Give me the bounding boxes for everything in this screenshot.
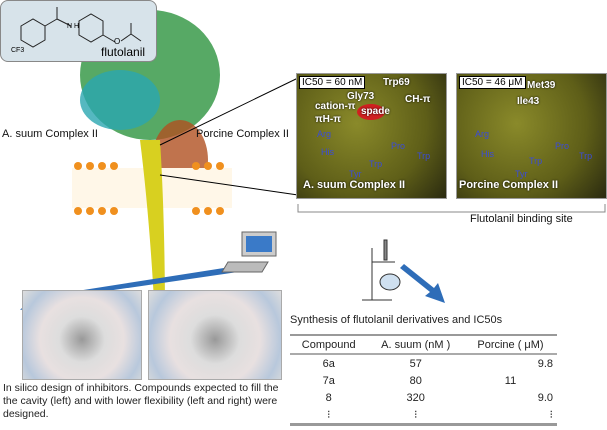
residue-label: His: [481, 149, 494, 159]
residue-label: Trp: [579, 151, 593, 161]
col-header: A. suum (nM ): [381, 338, 451, 351]
panel-porcine-binding: IC50 = 46 μM Met39 Ile43 Arg His Tyr Trp…: [456, 73, 607, 199]
binding-site-bracket: [297, 204, 606, 213]
table-row: 7a 80 11: [290, 372, 557, 389]
panel-caption: Porcine Complex II: [459, 179, 559, 191]
residue-label: His: [321, 147, 334, 157]
residue-label: Arg: [475, 129, 490, 139]
lab-apparatus-icon: [362, 239, 401, 301]
o-label: O: [114, 37, 121, 46]
arrow-to-synthesis: [400, 264, 445, 303]
flutolanil-label: flutolanil: [101, 45, 146, 59]
residue-label: Trp: [369, 159, 383, 169]
zoom-line-bottom: [159, 174, 299, 196]
ic50-table: Compound A. suum (nM ) Porcine ( μM) 6a 5…: [290, 334, 557, 426]
nh-label: N H: [67, 23, 80, 30]
cell: 7a: [322, 374, 335, 387]
col-header: Compound: [301, 338, 356, 351]
table-title: Synthesis of flutolanil derivatives and …: [290, 314, 503, 326]
ic50-label: IC50 = 60 nM: [299, 76, 366, 89]
spade-label: spade: [361, 106, 390, 117]
cell: ⁝: [326, 409, 331, 421]
chemical-structure-drawing: [20, 7, 142, 48]
label-porcine-complex: Porcine Complex II: [196, 128, 289, 140]
interaction-label: πH-π: [315, 114, 341, 125]
cell: 320: [406, 391, 425, 404]
arrow-to-design: [20, 262, 265, 310]
cell: 8: [325, 391, 332, 404]
cell: 57: [409, 357, 422, 370]
residue-label: Pro: [391, 141, 406, 151]
cell: 80: [409, 374, 422, 387]
residue-label: Tyr: [515, 169, 528, 179]
interaction-label: CH-π: [405, 94, 431, 105]
table-row-ellipsis: ⁝ ⁝ ⁝: [290, 406, 557, 425]
label-a-suum-complex: A. suum Complex II: [2, 128, 98, 140]
residue-label: Ile43: [517, 96, 540, 107]
interaction-label: cation-π: [315, 101, 356, 112]
design-image-left: [22, 290, 142, 380]
ic50-label: IC50 = 46 μM: [459, 76, 526, 89]
spade-region: [357, 104, 385, 120]
binding-site-label: Flutolanil binding site: [470, 213, 573, 225]
design-image-right: [148, 290, 282, 380]
protein-subunit-cyan: [80, 70, 160, 130]
residue-label: Tyr: [349, 169, 362, 179]
table-header-row: Compound A. suum (nM ) Porcine ( μM): [290, 335, 557, 354]
residue-label: Trp: [529, 156, 543, 166]
panel-a-suum-binding: IC50 = 60 nM Trp69 Gly73 CH-π cation-π π…: [296, 73, 447, 199]
table-row: 8 320 9.0: [290, 389, 557, 406]
panel-caption: A. suum Complex II: [303, 179, 406, 191]
cell: 6a: [322, 357, 335, 370]
cf3-label: CF3: [11, 47, 25, 54]
table-row: 6a 57 9.8: [290, 354, 557, 372]
design-caption: In silico design of inhibitors. Compound…: [3, 382, 279, 420]
cell: 11: [504, 374, 517, 387]
protein-membrane-subunit: [140, 140, 165, 320]
residue-label: Pro: [555, 141, 570, 151]
residue-label: Arg: [317, 129, 332, 139]
computer-icon: [221, 231, 277, 273]
cell: 9.0: [537, 391, 553, 404]
cell: ⁝: [413, 409, 418, 421]
cell: 9.8: [537, 357, 553, 370]
residue-label: Gly73: [347, 91, 375, 102]
residue-label: Trp69: [383, 77, 410, 88]
residue-label: Trp: [417, 151, 431, 161]
residue-label: Met39: [527, 80, 556, 91]
cell: ⁝: [549, 409, 554, 421]
zoom-line-top: [159, 77, 299, 146]
col-header: Porcine ( μM): [477, 338, 544, 351]
flutolanil-structure: CF3 N H O flutolanil: [0, 0, 157, 62]
